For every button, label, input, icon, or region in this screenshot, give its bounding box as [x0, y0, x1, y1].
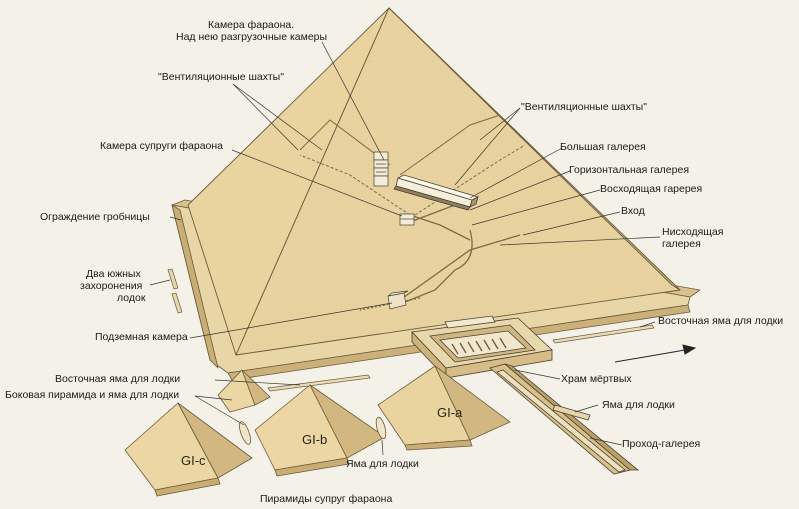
label-south-boats-3: лодок — [117, 292, 146, 304]
shaft-2 — [399, 114, 501, 176]
descending-passage — [399, 234, 521, 301]
label-ascending-gallery: Восходящая гаререя — [600, 183, 703, 195]
shaft-1 — [299, 119, 391, 166]
label-south-boats-2: захоронения — [80, 280, 143, 292]
mortuary-temple — [411, 315, 553, 380]
shaft-4 — [414, 144, 526, 216]
label-east-boat-pit-left: Восточная яма для лодки — [55, 373, 181, 385]
causeway — [489, 363, 640, 475]
label-air-shafts-right: "Вентиляционные шахты" — [521, 101, 647, 113]
label-descending-gallery-2: галерея — [662, 238, 701, 250]
queens-chamber — [399, 213, 415, 226]
label-air-shafts-left: "Вентиляционные шахты" — [158, 71, 284, 83]
grand-gallery-block — [393, 174, 480, 211]
label-horizontal-gallery: Горизонтальная галерея — [569, 164, 690, 176]
queens-pyramids — [124, 365, 511, 497]
label-entrance: Вход — [621, 205, 645, 217]
kings-chamber-stack — [373, 151, 389, 187]
underground-chamber — [387, 290, 409, 310]
label-south-boats-1: Два южных — [86, 268, 141, 280]
label-queen-chamber: Камера супруги фараона — [100, 140, 224, 152]
label-tomb-enclosure: Ограждение гробницы — [40, 211, 150, 223]
small-boat-pits — [239, 416, 387, 445]
label-descending-gallery-1: Нисходящая — [662, 226, 724, 238]
label-grand-gallery: Большая галерея — [560, 141, 646, 153]
label-queens-pyramids: Пирамиды супруг фараона — [260, 493, 393, 505]
label-gi-a: GI-a — [437, 405, 463, 420]
well-shaft — [404, 229, 473, 303]
label-side-pyramid-pit: Боковая пирамида и яма для лодки — [5, 389, 180, 401]
label-pharaoh-chamber: Камера фараона. — [208, 19, 295, 31]
leader-lines — [149, 41, 661, 456]
label-boat-pit-bottom: Яма для лодки — [346, 458, 419, 470]
label-gi-c: GI-c — [181, 453, 206, 468]
shaft-3 — [299, 154, 411, 216]
label-gi-b: GI-b — [302, 432, 327, 447]
horizontal-passage — [409, 204, 456, 223]
label-relieving-chambers: Над нею разгрузочные камеры — [176, 31, 328, 43]
direction-arrow — [614, 344, 697, 363]
south-boat-pits — [167, 268, 183, 314]
label-east-boat-pit-right: Восточная яма для лодки — [658, 315, 784, 327]
pyramid-right-face — [388, 7, 681, 291]
label-mortuary-temple: Храм мёртвых — [561, 373, 632, 385]
label-boat-pit-right: Яма для лодки — [602, 399, 675, 411]
label-underground-chamber: Подземная камера — [95, 331, 188, 343]
internal-passages — [299, 114, 526, 311]
east-boat-pits — [267, 324, 655, 392]
label-causeway: Проход-галерея — [622, 438, 701, 450]
